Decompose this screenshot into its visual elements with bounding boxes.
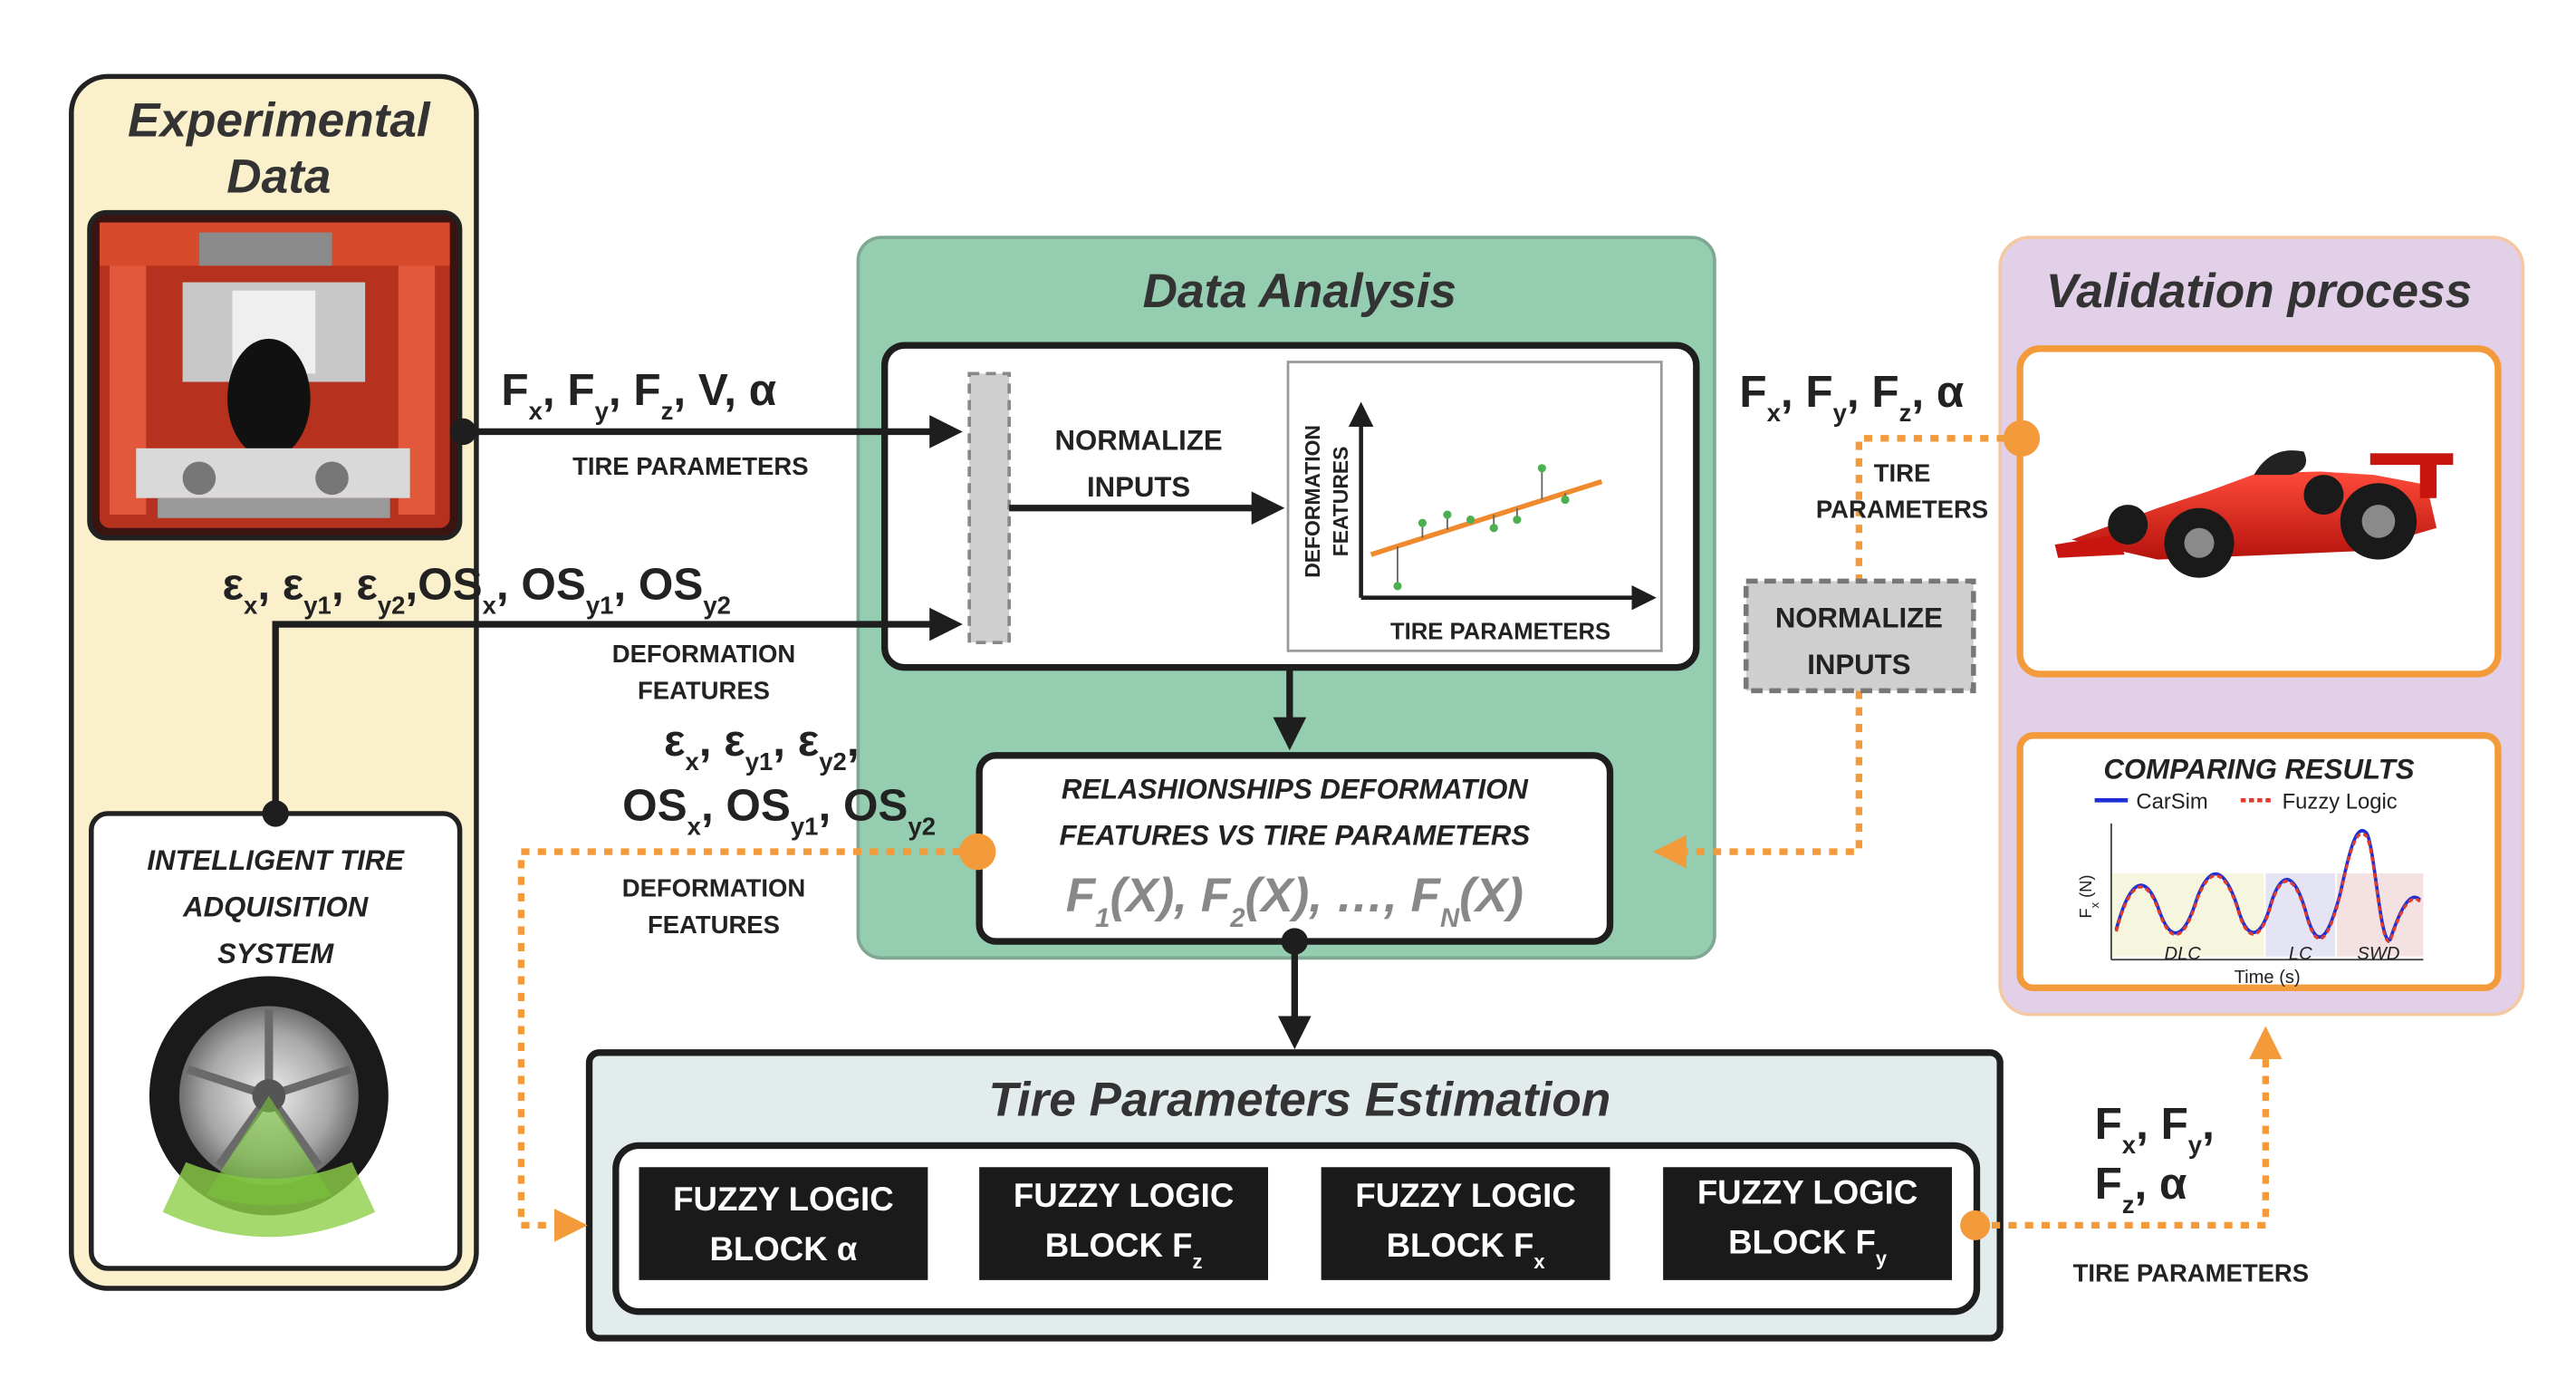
tire-test-rig-photo-icon [87, 209, 463, 541]
deformation-features-label-top-line2: FEATURES [638, 676, 770, 704]
deformation-signals-mid-line2: OSx, OSy1, OSy2 [622, 780, 936, 840]
fuzzy-block-fy-line1: FUZZY LOGIC [1697, 1174, 1918, 1211]
fuzzy-block-alpha-line2: BLOCK α [709, 1230, 857, 1268]
deformation-features-label-top-line1: DEFORMATION [612, 640, 795, 668]
region-lc-label: LC [2289, 944, 2312, 964]
mini-plot-fit-line [1370, 478, 1603, 557]
experimental-title-line1: Experimental [128, 93, 431, 147]
mini-plot-point [1513, 516, 1522, 525]
normalization-bar [967, 371, 1011, 645]
fuzzy-series-line [2114, 832, 2421, 943]
region-dlc-label: DLC [2165, 944, 2202, 964]
mini-plot-point [1418, 518, 1427, 527]
comparison-xlabel: Time (s) [2235, 968, 2301, 988]
fuzzy-orange-node [1960, 1210, 1991, 1240]
legend-fuzzy-label: Fuzzy Logic [2283, 789, 2398, 814]
mini-plot-point [1443, 510, 1452, 519]
intelligent-tire-line2: ADQUISITION [182, 892, 370, 923]
validation-normalize-line2: INPUTS [1807, 649, 1910, 680]
tire-wheel-icon [149, 976, 389, 1238]
data-analysis-title: Data Analysis [1143, 265, 1456, 318]
deformation-features-label-mid-line1: DEFORMATION [622, 874, 805, 902]
car-orange-node [2003, 419, 2041, 457]
validation-tire-parameters-line2: PARAMETERS [1816, 496, 1988, 524]
fuzzy-block-alpha-line1: FUZZY LOGIC [673, 1181, 893, 1218]
comparing-results-title: COMPARING RESULTS [2103, 753, 2414, 785]
tire-parameters-label-top: TIRE PARAMETERS [572, 452, 808, 480]
mini-plot-point [1466, 516, 1475, 525]
relationships-orange-node [959, 833, 996, 871]
mini-plot-point [1393, 582, 1402, 591]
fuzzy-block-fy: FUZZY LOGIC BLOCK Fy [1663, 1167, 1952, 1280]
validation-to-normalize-line [1855, 435, 2022, 582]
mini-plot-point [1561, 496, 1570, 505]
comparison-plot: Fx (N) DLC LC SWD Time (s) [2076, 823, 2424, 988]
race-car-icon [2054, 450, 2454, 578]
fuzzy-block-fz: FUZZY LOGIC BLOCK Fz [979, 1167, 1269, 1280]
deformation-features-label-mid-line2: FEATURES [648, 911, 780, 939]
estimation-title: Tire Parameters Estimation [988, 1073, 1610, 1126]
orange-connectors [517, 419, 2283, 1242]
deformation-signals-mid-line1: εx, εy1, εy2, [664, 716, 860, 776]
normalize-inputs-label-line2: INPUTS [1087, 471, 1190, 503]
mini-plot-ylabel-line1: DEFORMATION [1301, 425, 1324, 578]
rig-output-signals: Fx, Fy, Fz, V, α [501, 365, 776, 424]
region-swd-label: SWD [2357, 944, 2399, 964]
mini-plot-ylabel-line2: FEATURES [1329, 447, 1352, 557]
legend-carsim-label: CarSim [2136, 789, 2207, 814]
estimated-signals-line2: Fz, α [2095, 1159, 2187, 1219]
intelligent-tire-line1: INTELLIGENT TIRE [147, 844, 405, 876]
intelligent-tire-output-node [262, 800, 289, 827]
fuzzy-block-alpha: FUZZY LOGIC BLOCK α [639, 1167, 928, 1280]
mini-plot-point [1537, 464, 1546, 473]
intelligent-tire-line3: SYSTEM [217, 938, 334, 969]
validation-normalize-line1: NORMALIZE [1775, 602, 1943, 634]
normalize-to-relationships-arrow [1653, 690, 1863, 869]
validation-normalize-box [1744, 578, 1976, 694]
experimental-title-line2: Data [226, 150, 331, 204]
mini-plot-xlabel: TIRE PARAMETERS [1390, 620, 1610, 645]
comparison-ylabel: Fx (N) [2076, 875, 2101, 919]
comparison-legend: CarSim Fuzzy Logic [2094, 789, 2398, 814]
fuzzy-block-fz-line1: FUZZY LOGIC [1014, 1177, 1234, 1214]
mini-plot-points [1393, 464, 1570, 591]
validation-title: Validation process [2046, 265, 2472, 318]
deformation-features-arrow [272, 607, 963, 814]
relationships-line1: RELASHIONSHIPS DEFORMATION [1062, 773, 1530, 805]
fuzzy-to-comparing-arrow [1975, 1026, 2283, 1229]
mini-plot-point [1489, 524, 1498, 533]
relationships-line2: FEATURES VS TIRE PARAMETERS [1060, 820, 1531, 852]
estimated-signals-line1: Fx, Fy, [2095, 1099, 2215, 1159]
fuzzy-block-fx: FUZZY LOGIC BLOCK Fx [1321, 1167, 1610, 1280]
validation-input-signals: Fx, Fy, Fz, α [1739, 367, 1964, 427]
estimated-tire-parameters-label: TIRE PARAMETERS [2073, 1259, 2309, 1287]
normalize-inputs-label-line1: NORMALIZE [1055, 425, 1223, 457]
validation-tire-parameters-line1: TIRE [1874, 458, 1931, 487]
fuzzy-block-fx-line1: FUZZY LOGIC [1355, 1177, 1575, 1214]
